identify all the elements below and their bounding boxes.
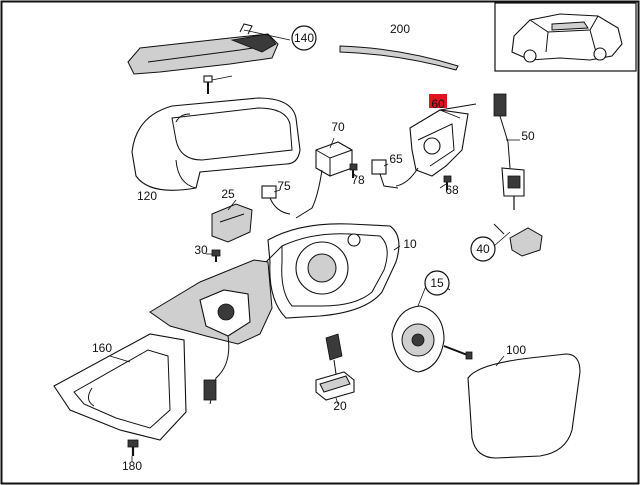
callout-number: 200 [390,22,410,36]
screw-30 [211,249,221,262]
vehicle-thumbnail [494,2,637,72]
callout-160: 160 [92,341,112,355]
connector-65 [371,159,399,189]
callout-75: 75 [277,179,291,193]
callout-140: 140 [291,25,317,51]
callout-circle [291,25,317,51]
callout-number: 100 [506,343,526,357]
callout-200: 200 [390,22,410,36]
callout-labels: 140 200 60 50 70 78 65 68 120 75 25 30 10 40 15 160 100 2… [92,22,535,473]
callout-number: 60 [431,97,445,111]
callout-number: 78 [351,173,365,187]
motor-bracket [395,103,477,187]
callout-number: 50 [521,129,535,143]
callout-number: 68 [445,183,459,197]
callout-120: 120 [137,189,157,203]
mirror-housing-cover [131,97,301,191]
callout-15: 15 [424,270,450,296]
callout-50: 50 [521,129,535,143]
callout-100: 100 [506,343,526,357]
callout-number: 30 [194,243,208,257]
glass-actuator [391,305,473,373]
callout-number: 75 [277,179,291,193]
puddle-lamp [315,333,355,401]
callout-number: 10 [403,237,417,251]
mirror-glass [467,353,581,459]
connector-75 [261,185,291,215]
screw-68 [443,175,452,190]
bracket-25 [211,203,253,243]
mirror-base-housing [149,223,400,405]
control-module [295,141,353,219]
callout-number: 15 [430,276,444,290]
callout-number: 65 [389,152,403,166]
screw-140 [203,75,213,94]
callout-78: 78 [351,173,365,187]
callout-20: 20 [333,399,347,413]
callout-number: 70 [331,120,345,134]
callout-30: 30 [194,243,208,257]
callout-40: 40 [470,236,496,262]
clip-40 [493,223,543,257]
callout-number: 20 [333,399,347,413]
callout-highlight [429,94,447,108]
wiring-harness-50 [493,93,525,210]
screw-78 [349,163,358,178]
turn-signal-lamp [127,23,279,75]
callout-60: 60 [429,94,447,111]
callout-circle [424,270,450,296]
callout-180: 180 [122,459,142,473]
callout-10: 10 [403,237,417,251]
callout-70: 70 [331,120,345,134]
callout-25: 25 [221,187,235,201]
trim-strip [339,45,459,71]
callout-number: 140 [294,31,314,45]
callout-number: 40 [476,242,490,256]
callout-number: 160 [92,341,112,355]
callout-number: 120 [137,189,157,203]
callout-number: 180 [122,459,142,473]
callout-circle [470,236,496,262]
callout-68: 68 [445,183,459,197]
screw-180 [127,439,139,456]
lower-cover [53,333,187,441]
callout-number: 25 [221,187,235,201]
callout-65: 65 [389,152,403,166]
